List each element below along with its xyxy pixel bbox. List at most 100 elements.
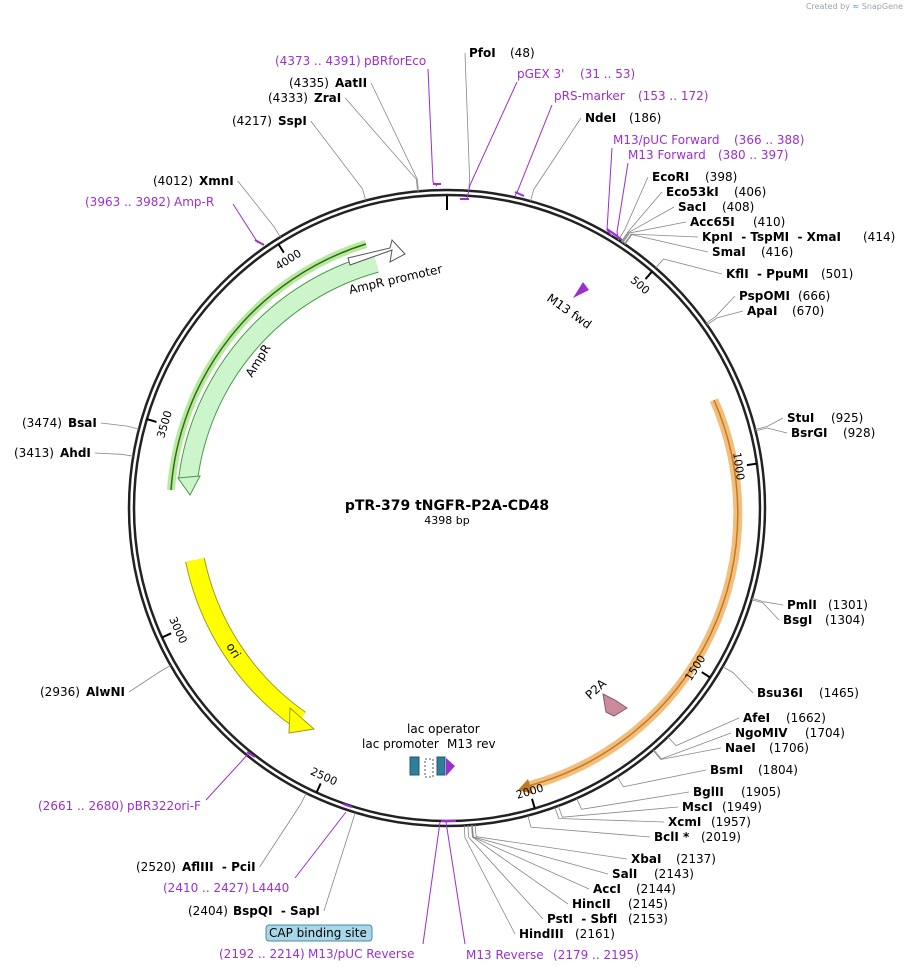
lac-operator-block <box>424 758 434 778</box>
site-name: KpnI - TspMI - XmaI <box>702 230 841 244</box>
site-pos: (1804) <box>758 763 798 777</box>
site-name: BclI * <box>654 830 690 844</box>
site-pos: (2137) <box>676 852 716 866</box>
site-name: XcmI <box>668 815 701 829</box>
site-leader <box>705 295 736 324</box>
site-name: Acc65I <box>690 215 735 229</box>
feature-ampr-arc <box>179 254 379 482</box>
site-leader <box>527 815 651 838</box>
credit-prefix: Created by <box>805 2 850 11</box>
snapgene-credit: Created by ≈ SnapGene <box>806 2 903 11</box>
site-name: AlwNI <box>86 685 125 699</box>
site-pos: (4335) <box>289 76 329 90</box>
primer-name: pGEX 3' <box>517 67 564 81</box>
site-leader <box>237 180 281 238</box>
site-pos: (1304) <box>825 613 865 627</box>
site-name: PstI - SbfI <box>547 912 617 926</box>
site-name: AfeI <box>743 711 770 725</box>
lac-extra-block <box>436 756 446 776</box>
site-name: SacI <box>678 200 706 214</box>
site-pos: (2404) <box>188 904 228 918</box>
tick-label: 2500 <box>308 765 339 788</box>
site-leader <box>667 717 740 747</box>
site-leader <box>471 825 569 905</box>
site-leader <box>751 597 784 606</box>
primer-range: (2661 .. 2680) <box>38 799 124 813</box>
site-labels: PfoI (48) NdeI (186) EcoRI (398) Eco53kI… <box>14 46 895 941</box>
site-name: BspQI - SapI <box>233 904 320 918</box>
site-pos: (1905) <box>741 785 781 799</box>
tick-mark <box>531 798 536 809</box>
site-pos: (416) <box>761 245 793 259</box>
site-pos: (4217) <box>232 114 272 128</box>
primer-name: M13 Reverse <box>466 948 544 962</box>
site-leader <box>310 120 367 201</box>
site-pos: (3413) <box>14 446 54 460</box>
site-leader <box>370 82 419 192</box>
site-name: NdeI <box>585 111 616 125</box>
feature-ampr-head <box>177 475 201 496</box>
site-name: ApaI <box>747 304 777 318</box>
site-leader <box>621 206 675 243</box>
site-pos: (186) <box>629 111 661 125</box>
site-pos: (2936) <box>40 685 80 699</box>
site-name: EcoRI <box>652 170 689 184</box>
site-leader <box>554 807 665 823</box>
primer-range: (2410 .. 2427) <box>163 881 249 895</box>
feature-ori-arc <box>186 558 306 728</box>
site-pos: (4012) <box>153 174 193 188</box>
lac-operator-label: lac operator <box>407 722 480 736</box>
site-pos: (408) <box>722 200 754 214</box>
site-leader <box>755 427 788 434</box>
primer-marks <box>246 183 623 822</box>
site-name: XmnI <box>199 174 234 188</box>
site-name: SspI <box>278 114 307 128</box>
tick-mark <box>146 418 157 423</box>
m13-rev-label: M13 rev <box>447 737 496 751</box>
site-leader <box>620 191 663 243</box>
site-pos: (2520) <box>136 860 176 874</box>
site-pos: (2019) <box>701 830 741 844</box>
site-pos: (2145) <box>628 897 668 911</box>
site-leader <box>622 221 687 244</box>
site-name: ZraI <box>314 91 341 105</box>
tick-label: 1500 <box>682 653 708 684</box>
site-pos: (410) <box>753 215 785 229</box>
site-leader <box>722 666 754 694</box>
primer-range: (2179 .. 2195) <box>553 948 639 962</box>
primer-range: (366 .. 388) <box>734 133 804 147</box>
site-name: NaeI <box>725 741 756 755</box>
primer-name: pBR322ori-F <box>127 799 201 813</box>
site-pos: (414) <box>863 230 895 244</box>
site-pos: (2161) <box>575 927 615 941</box>
site-pos: (1465) <box>819 686 859 700</box>
site-name: PspOMI <box>739 289 790 303</box>
m13-rev-arrow <box>446 758 455 776</box>
primer-name: M13/pUC Forward <box>613 133 720 147</box>
site-pos: (925) <box>831 411 863 425</box>
site-name: AflIII - PciI <box>182 860 256 874</box>
site-leader <box>259 792 307 868</box>
site-name: BsgI <box>783 613 812 627</box>
site-pos: (3474) <box>22 416 62 430</box>
primer-range: (31 .. 53) <box>580 67 635 81</box>
site-pos: (1949) <box>722 800 762 814</box>
primer-range: (4373 .. 4391) <box>275 54 361 68</box>
feature-orf-arc <box>526 398 743 791</box>
site-leaders <box>94 52 788 935</box>
tick-label: 4000 <box>273 247 304 273</box>
feature-ori-head <box>288 706 316 734</box>
site-pos: (1706) <box>769 741 809 755</box>
feature-amp-promoter <box>347 238 406 266</box>
tick-mark <box>277 243 285 254</box>
site-pos: (2143) <box>654 867 694 881</box>
tick-label: 2000 <box>515 781 546 801</box>
site-name: BsmI <box>710 763 743 777</box>
p2a-arrow <box>602 693 628 717</box>
site-leader <box>576 791 690 810</box>
site-name: HincII <box>572 897 611 911</box>
tick-label: 3000 <box>166 615 189 646</box>
primer-labels: pGEX 3' (31 .. 53) pRS-marker (153 .. 17… <box>38 54 804 962</box>
site-leader <box>467 825 544 920</box>
site-name: MscI <box>682 800 713 814</box>
